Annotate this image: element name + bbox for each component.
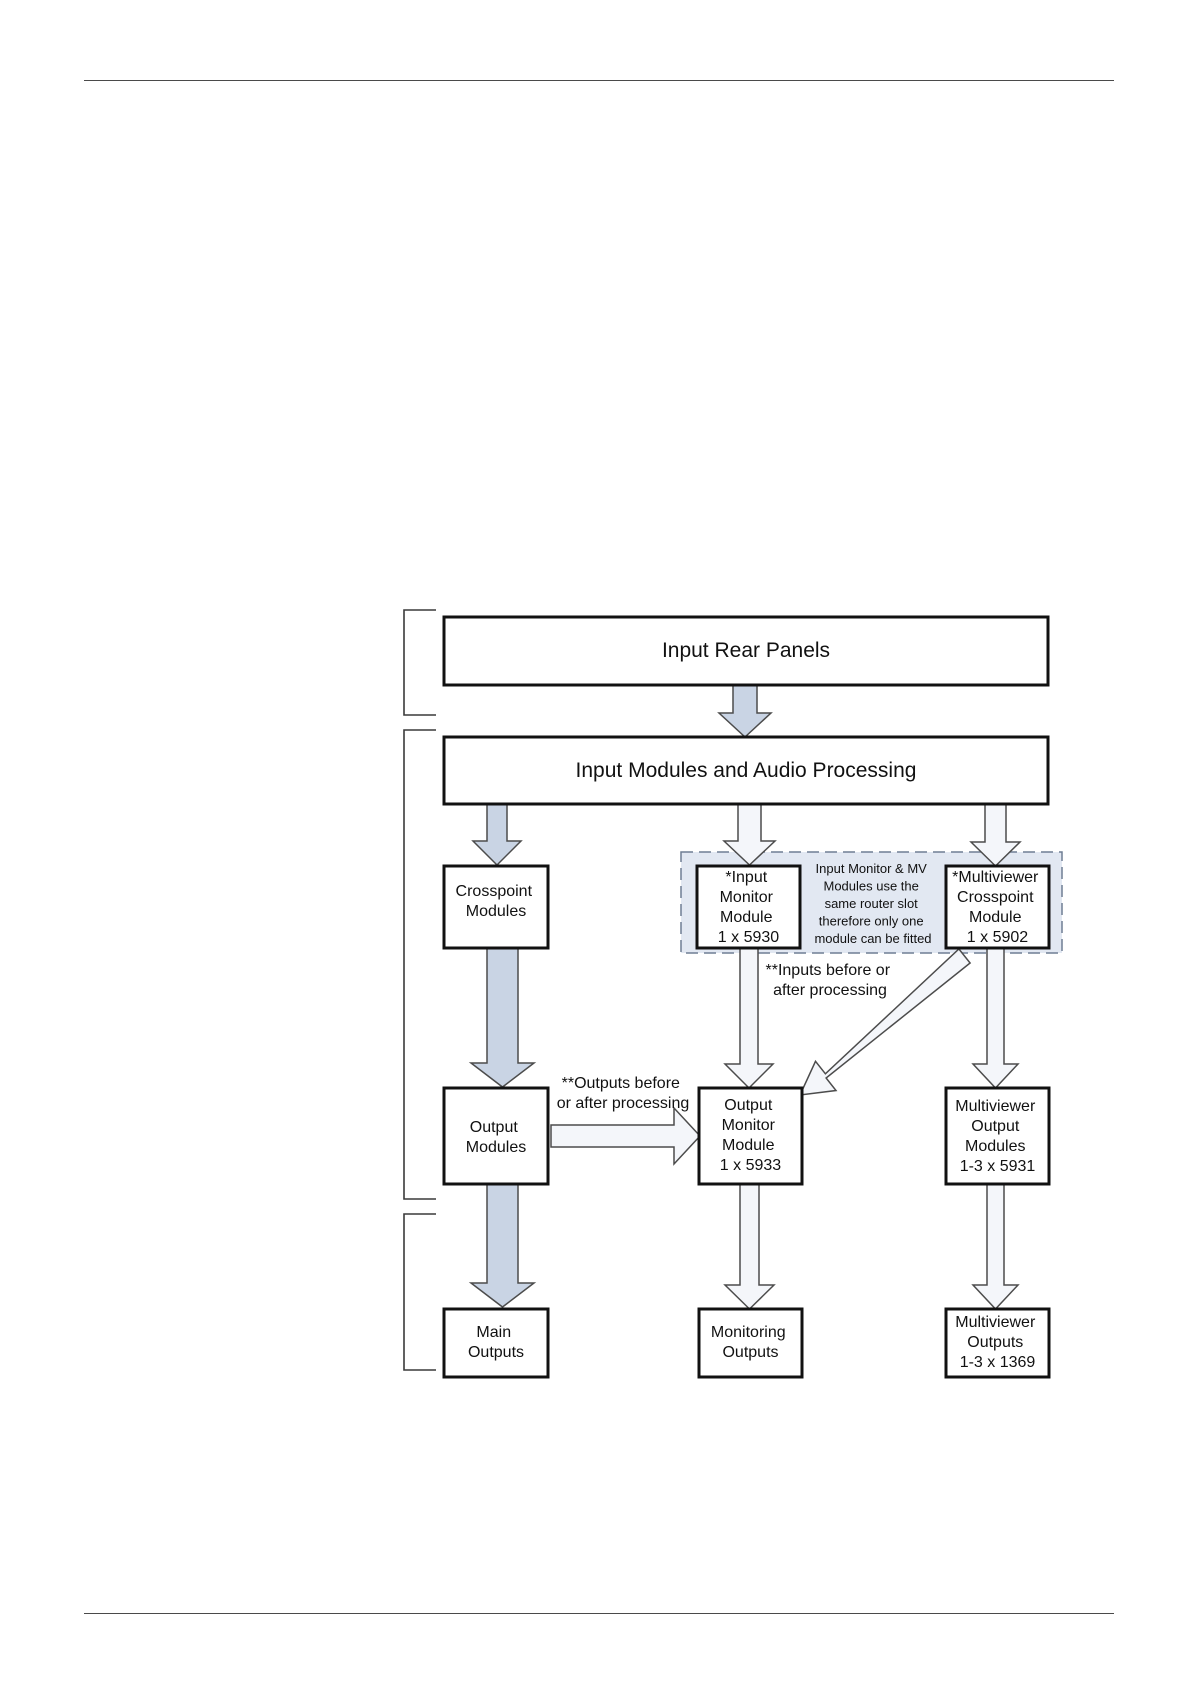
arrow-input-to-input-monitor xyxy=(722,803,777,867)
main-outputs-box: Main Outputs xyxy=(442,1307,550,1379)
output-monitor-module-box: Output Monitor Module 1 x 5933 xyxy=(697,1086,804,1186)
input-rear-panels-label: Input Rear Panels xyxy=(662,639,830,662)
section-bracket-outputs xyxy=(403,1213,436,1371)
arrow-mv-output-modules-to-mv-outputs xyxy=(971,1183,1020,1311)
arrow-multiviewer-crosspoint-to-output-monitor xyxy=(798,947,972,1096)
crosspoint-modules-label: Crosspoint Modules xyxy=(456,883,537,920)
input-rear-panels-box: Input Rear Panels xyxy=(442,615,1050,687)
arrow-input-to-multiviewer-crosspoint xyxy=(969,803,1022,868)
multiviewer-outputs-box: Multiviewer Outputs 1-3 x 1369 xyxy=(944,1307,1051,1379)
multiviewer-output-modules-box: Multiviewer Output Modules 1-3 x 5931 xyxy=(944,1086,1051,1186)
arrow-rear-to-input-modules xyxy=(717,684,773,739)
arrow-output-modules-to-output-monitor xyxy=(550,1106,702,1166)
arrow-multiviewer-crosspoint-to-mv-outputs xyxy=(971,947,1020,1090)
section-bracket-modules xyxy=(403,729,436,1200)
input-monitor-module-box: *Input Monitor Module 1 x 5930 xyxy=(695,864,802,950)
monitoring-outputs-box: Monitoring Outputs xyxy=(697,1307,804,1379)
section-bracket-rear-panels xyxy=(403,609,436,716)
input-modules-label: Input Modules and Audio Processing xyxy=(576,759,917,782)
main-outputs-label: Main Outputs xyxy=(468,1324,524,1361)
monitoring-outputs-label: Monitoring Outputs xyxy=(711,1324,790,1361)
shared-slot-note: Input Monitor & MV Modules use the same … xyxy=(814,861,931,946)
inputs-processing-note: **Inputs before or after processing xyxy=(766,962,895,999)
arrow-input-to-crosspoint xyxy=(471,803,523,867)
arrow-input-monitor-to-output-monitor xyxy=(723,947,775,1090)
footer-rule xyxy=(84,1613,1114,1614)
multiviewer-crosspoint-module-box: *Multiviewer Crosspoint Module 1 x 5902 xyxy=(944,864,1051,950)
output-modules-box: Output Modules xyxy=(442,1086,550,1186)
input-modules-box: Input Modules and Audio Processing xyxy=(442,735,1050,806)
multiviewer-outputs-label: Multiviewer Outputs 1-3 x 1369 xyxy=(955,1314,1039,1371)
header-rule xyxy=(84,80,1114,81)
multiviewer-crosspoint-module-label: *Multiviewer Crosspoint Module 1 x 5902 xyxy=(952,869,1043,946)
arrow-crosspoint-to-output-modules xyxy=(468,947,537,1088)
output-monitor-module-label: Output Monitor Module 1 x 5933 xyxy=(720,1097,781,1174)
crosspoint-modules-box: Crosspoint Modules xyxy=(442,864,550,950)
arrow-output-modules-to-main-outputs xyxy=(468,1183,537,1308)
input-monitor-module-label: *Input Monitor Module 1 x 5930 xyxy=(718,869,779,946)
multiviewer-output-modules-label: Multiviewer Output Modules 1-3 x 5931 xyxy=(955,1098,1039,1175)
outputs-processing-note: **Outputs before or after processing xyxy=(557,1075,690,1112)
output-modules-label: Output Modules xyxy=(466,1119,526,1156)
arrow-output-monitor-to-monitoring-outputs xyxy=(723,1183,776,1311)
